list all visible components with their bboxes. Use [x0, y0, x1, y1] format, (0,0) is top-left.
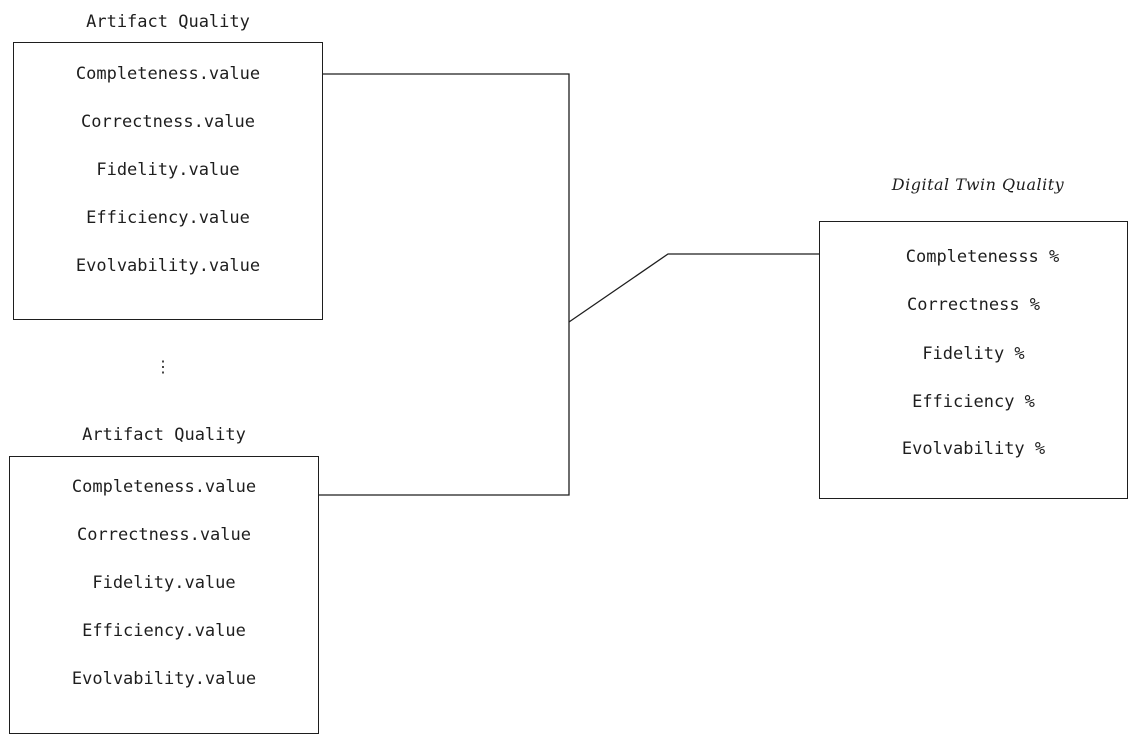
artifact-box-2-row-completeness: Completeness.value [71, 477, 257, 497]
twin-box-row-efficiency: Efficiency % [912, 392, 1035, 412]
ellipsis-icon: ⋮ [155, 357, 171, 376]
artifact-box-2-row-efficiency: Efficiency.value [82, 621, 246, 641]
twin-box-row-completeness: Completenesss % [905, 247, 1060, 267]
connector-artifact-1 [303, 73, 570, 322]
artifact-box-2: Completeness.value Correctness.value Fid… [9, 456, 319, 734]
artifact-box-1-title: Artifact Quality [86, 12, 250, 32]
artifact-box-1-row-efficiency: Efficiency.value [86, 208, 250, 228]
artifact-box-1-row-fidelity: Fidelity.value [96, 160, 240, 180]
twin-box-title: Digital Twin Quality [891, 175, 1065, 194]
twin-box-row-evolvability: Evolvability % [901, 439, 1046, 459]
artifact-box-2-title: Artifact Quality [82, 425, 246, 445]
twin-box-row-correctness: Correctness % [906, 295, 1041, 315]
artifact-box-1: Completeness.value Correctness.value Fid… [13, 42, 323, 320]
twin-box: Completenesss % Correctness % Fidelity %… [819, 221, 1128, 499]
artifact-box-1-row-evolvability: Evolvability.value [75, 256, 261, 276]
artifact-box-1-row-correctness: Correctness.value [81, 112, 255, 132]
artifact-box-1-row-completeness: Completeness.value [75, 64, 261, 84]
artifact-box-2-row-fidelity: Fidelity.value [92, 573, 236, 593]
twin-box-row-fidelity: Fidelity % [922, 344, 1025, 364]
artifact-box-2-row-evolvability: Evolvability.value [71, 669, 257, 689]
artifact-box-2-row-correctness: Correctness.value [77, 525, 251, 545]
connector-artifact-2 [286, 322, 570, 496]
